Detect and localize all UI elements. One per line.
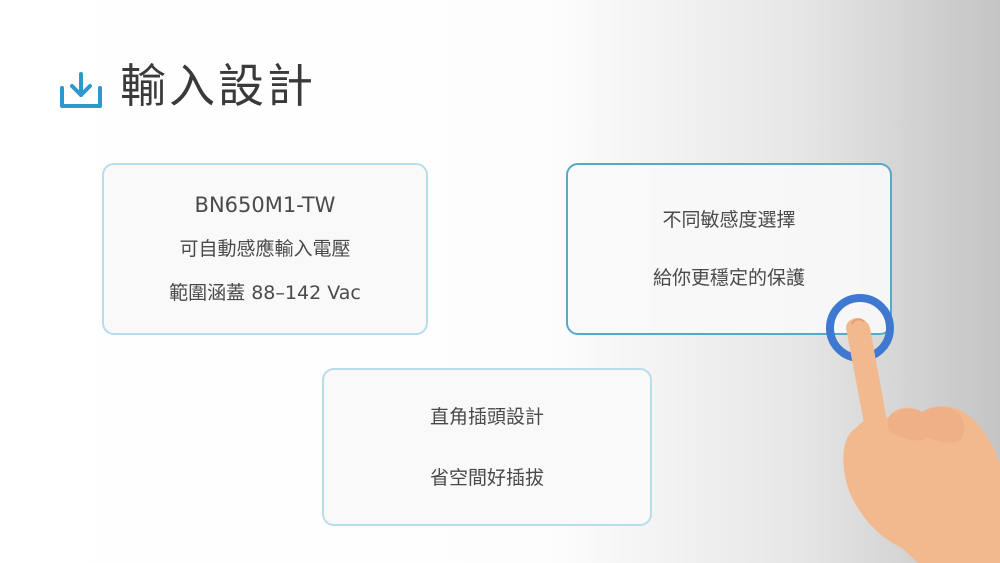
voltage-sensing-card: BN650M1-TW 可自動感應輸入電壓 範圍涵蓋 88–142 Vac [102, 163, 428, 335]
protection-text: 給你更穩定的保護 [652, 267, 805, 289]
voltage-range-text: 範圍涵蓋 88–142 Vac [169, 282, 361, 304]
page-title: 輸入設計 [120, 59, 316, 113]
space-saving-text: 省空間好插拔 [429, 466, 544, 489]
auto-sense-text: 可自動感應輸入電壓 [179, 238, 351, 260]
sensitivity-card: 不同敏感度選擇 給你更穩定的保護 [566, 163, 892, 335]
sensitivity-text: 不同敏感度選擇 [662, 209, 796, 231]
model-number: BN650M1-TW [194, 193, 336, 217]
pointing-hand-icon [826, 294, 1000, 563]
plug-design-text: 直角插頭設計 [429, 405, 544, 428]
right-angle-plug-card: 直角插頭設計 省空間好插拔 [322, 368, 652, 526]
download-icon [60, 72, 102, 108]
